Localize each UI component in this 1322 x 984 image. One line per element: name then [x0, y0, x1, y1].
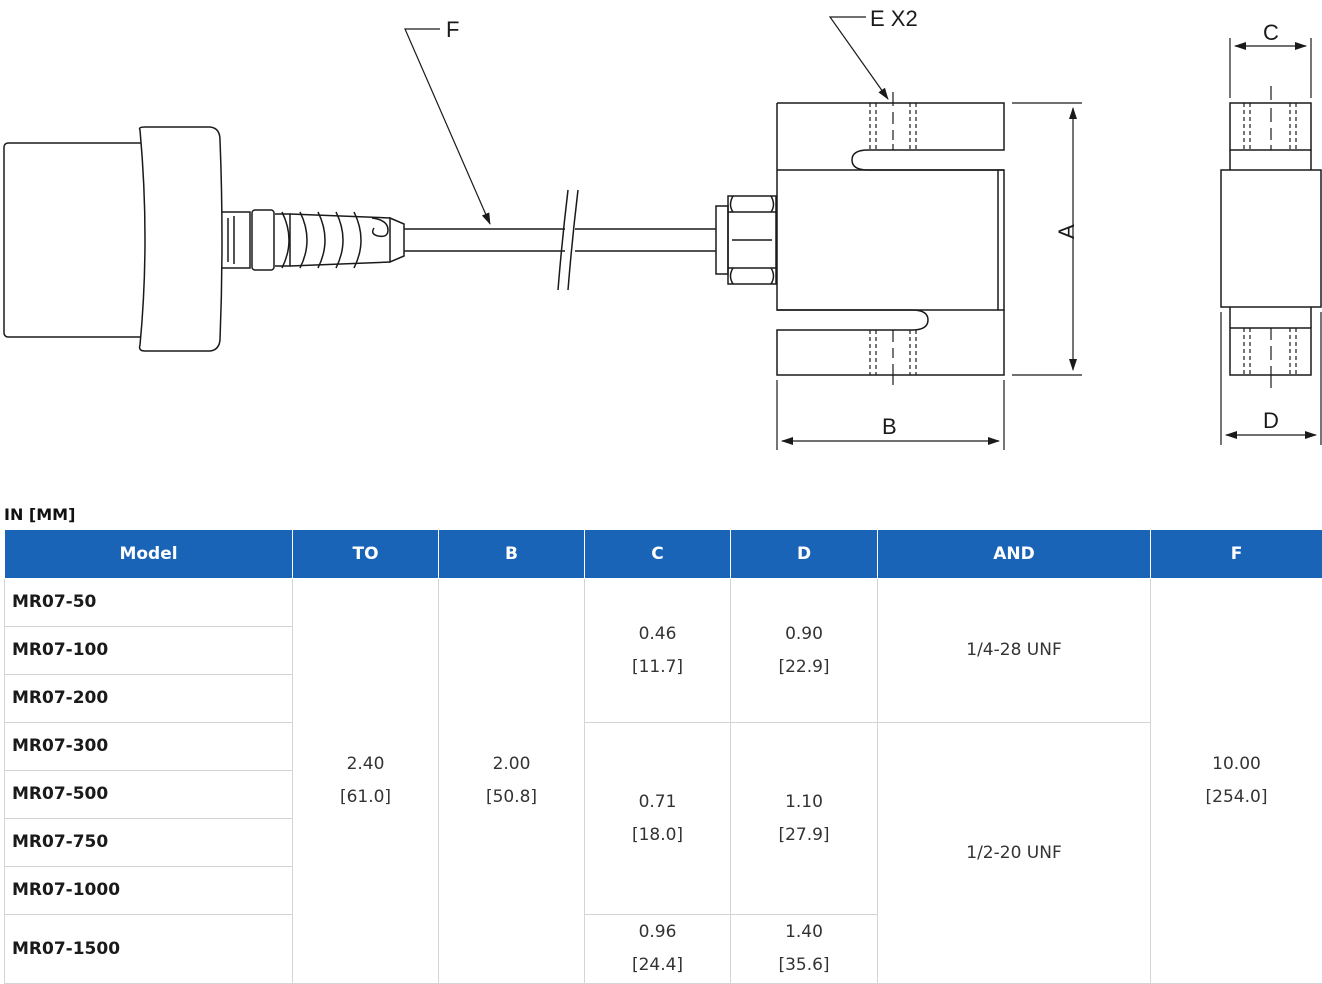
s-beam-front	[777, 92, 1004, 385]
d-mm: [22.9]	[732, 651, 876, 684]
c-in: 0.46	[586, 618, 729, 651]
model-cell: MR07-1000	[5, 867, 293, 915]
dimension-lines	[405, 17, 1321, 450]
c-cell: 0.46 [11.7]	[585, 579, 731, 723]
c-cell: 0.96 [24.4]	[585, 915, 731, 984]
connector-body	[4, 127, 222, 351]
header-b: B	[439, 530, 585, 579]
d-cell: 1.10 [27.9]	[731, 723, 878, 915]
table-header-row: Model TO B C D AND F	[5, 530, 1322, 579]
model-cell: MR07-500	[5, 771, 293, 819]
c-mm: [11.7]	[586, 651, 729, 684]
label-e: E X2	[870, 6, 918, 31]
model-cell: MR07-1500	[5, 915, 293, 984]
d-in: 1.10	[732, 786, 876, 819]
c-mm: [24.4]	[586, 949, 729, 982]
d-mm: [27.9]	[732, 819, 876, 852]
dimension-table: Model TO B C D AND F MR07-50 2.40 [61.0]…	[4, 529, 1322, 984]
s-beam-side	[1221, 86, 1321, 388]
header-f: F	[1151, 530, 1322, 579]
header-to: TO	[293, 530, 439, 579]
b-mm: [50.8]	[440, 781, 583, 814]
cable	[404, 190, 716, 290]
f-in: 10.00	[1152, 748, 1321, 781]
to-mm: [61.0]	[294, 781, 437, 814]
header-d: D	[731, 530, 878, 579]
model-cell: MR07-100	[5, 627, 293, 675]
label-c: C	[1263, 20, 1279, 45]
hex-nut	[716, 196, 776, 284]
d-in: 1.40	[732, 916, 876, 949]
label-d: D	[1263, 408, 1279, 433]
model-cell: MR07-750	[5, 819, 293, 867]
header-model: Model	[5, 530, 293, 579]
model-cell: MR07-50	[5, 579, 293, 627]
f-mm: [254.0]	[1152, 781, 1321, 814]
model-cell: MR07-300	[5, 723, 293, 771]
c-cell: 0.71 [18.0]	[585, 723, 731, 915]
d-cell: 0.90 [22.9]	[731, 579, 878, 723]
f-cell: 10.00 [254.0]	[1151, 579, 1322, 984]
label-f: F	[446, 17, 459, 42]
label-a: A	[1054, 224, 1079, 239]
label-b: B	[882, 414, 897, 439]
header-and: AND	[878, 530, 1151, 579]
table-row: MR07-50 2.40 [61.0] 2.00 [50.8] 0.46 [11…	[5, 579, 1322, 627]
strain-relief	[222, 210, 404, 270]
d-mm: [35.6]	[732, 949, 876, 982]
thread-cell: 1/2-20 UNF	[878, 723, 1151, 984]
d-cell: 1.40 [35.6]	[731, 915, 878, 984]
header-c: C	[585, 530, 731, 579]
d-in: 0.90	[732, 618, 876, 651]
c-in: 0.96	[586, 916, 729, 949]
table-row: MR07-300 0.71 [18.0] 1.10 [27.9] 1/2-20 …	[5, 723, 1322, 771]
c-mm: [18.0]	[586, 819, 729, 852]
units-label: IN [MM]	[4, 505, 75, 524]
model-cell: MR07-200	[5, 675, 293, 723]
to-in: 2.40	[294, 748, 437, 781]
c-in: 0.71	[586, 786, 729, 819]
load-cell-dimension-drawing: F E X2 A B C D	[0, 0, 1322, 500]
to-cell: 2.40 [61.0]	[293, 579, 439, 984]
b-cell: 2.00 [50.8]	[439, 579, 585, 984]
b-in: 2.00	[440, 748, 583, 781]
thread-cell: 1/4-28 UNF	[878, 579, 1151, 723]
